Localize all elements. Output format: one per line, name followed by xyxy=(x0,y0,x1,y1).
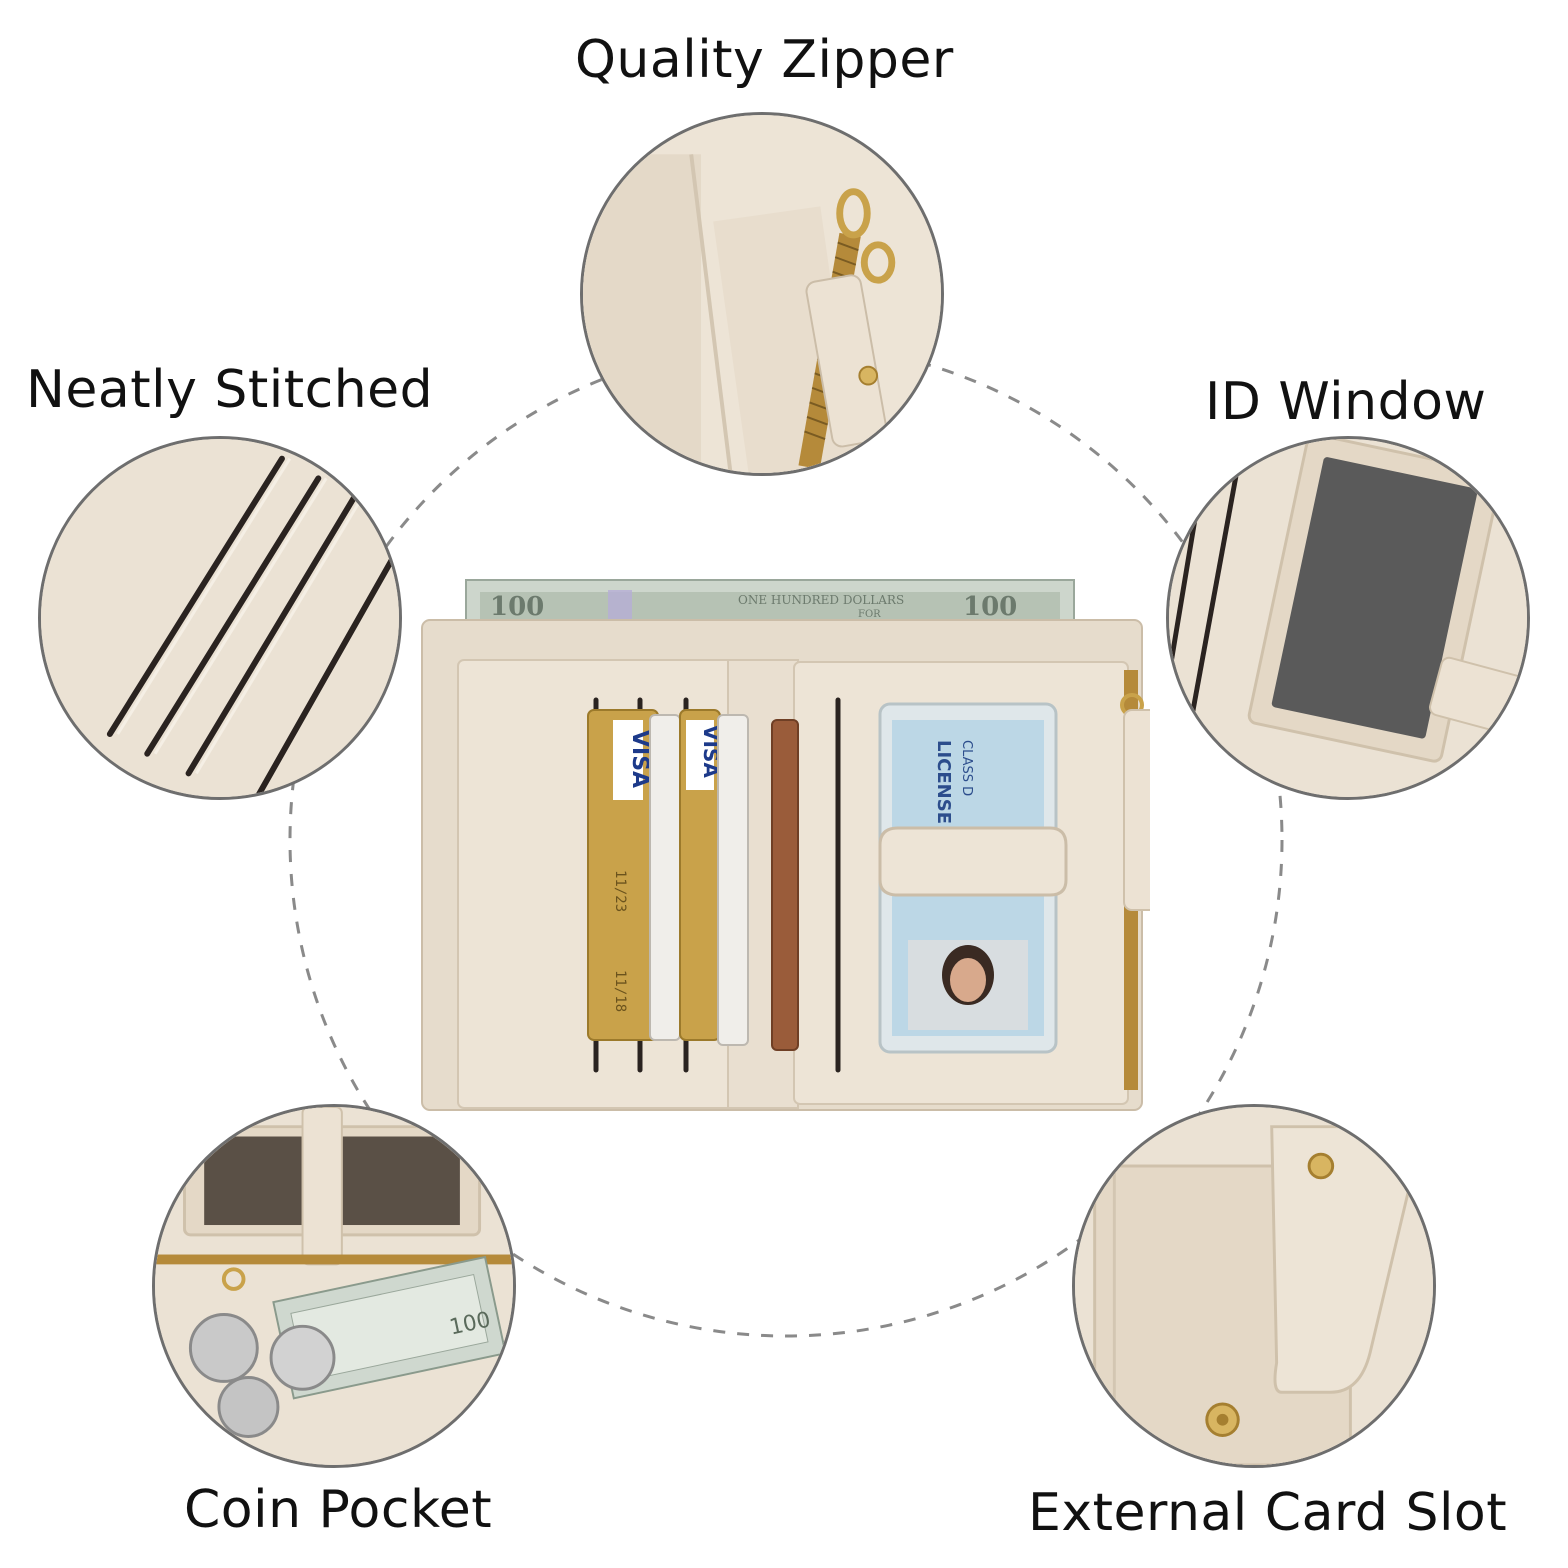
label-coin-pocket: Coin Pocket xyxy=(184,1480,493,1540)
label-id-window: ID Window xyxy=(1205,372,1487,432)
coin-pocket-detail-photo: 100 xyxy=(152,1104,516,1468)
credit-card-2: VISA xyxy=(679,709,723,1041)
id-window-detail-photo xyxy=(1166,436,1530,800)
credit-card-1: VISA 11/23 11/18 xyxy=(587,709,659,1041)
id-title: LICENSE xyxy=(933,740,954,824)
label-quality-zipper: Quality Zipper xyxy=(575,30,954,90)
banknote-denomination-left: 100 xyxy=(490,592,544,622)
card-1-expiry: 11/23 xyxy=(612,870,628,912)
label-neatly-stitched: Neatly Stitched xyxy=(26,360,434,420)
external-card-slot-detail-photo xyxy=(1072,1104,1436,1468)
banknote-for: FOR xyxy=(858,609,881,620)
zipper-detail-photo xyxy=(580,112,944,476)
banknote-text: ONE HUNDRED DOLLARS xyxy=(738,593,904,607)
id-class: CLASS D xyxy=(959,740,974,796)
card-1-expiry-2: 11/18 xyxy=(612,970,628,1012)
label-external-card-slot: External Card Slot xyxy=(1028,1483,1508,1543)
stitching-detail-photo xyxy=(38,436,402,800)
card-1-brand: VISA xyxy=(627,730,652,788)
banknote-denomination-right: 100 xyxy=(963,592,1017,622)
wallet-main-photo: 100 100 ONE HUNDRED DOLLARS FOR 100 100 … xyxy=(421,579,1150,1111)
